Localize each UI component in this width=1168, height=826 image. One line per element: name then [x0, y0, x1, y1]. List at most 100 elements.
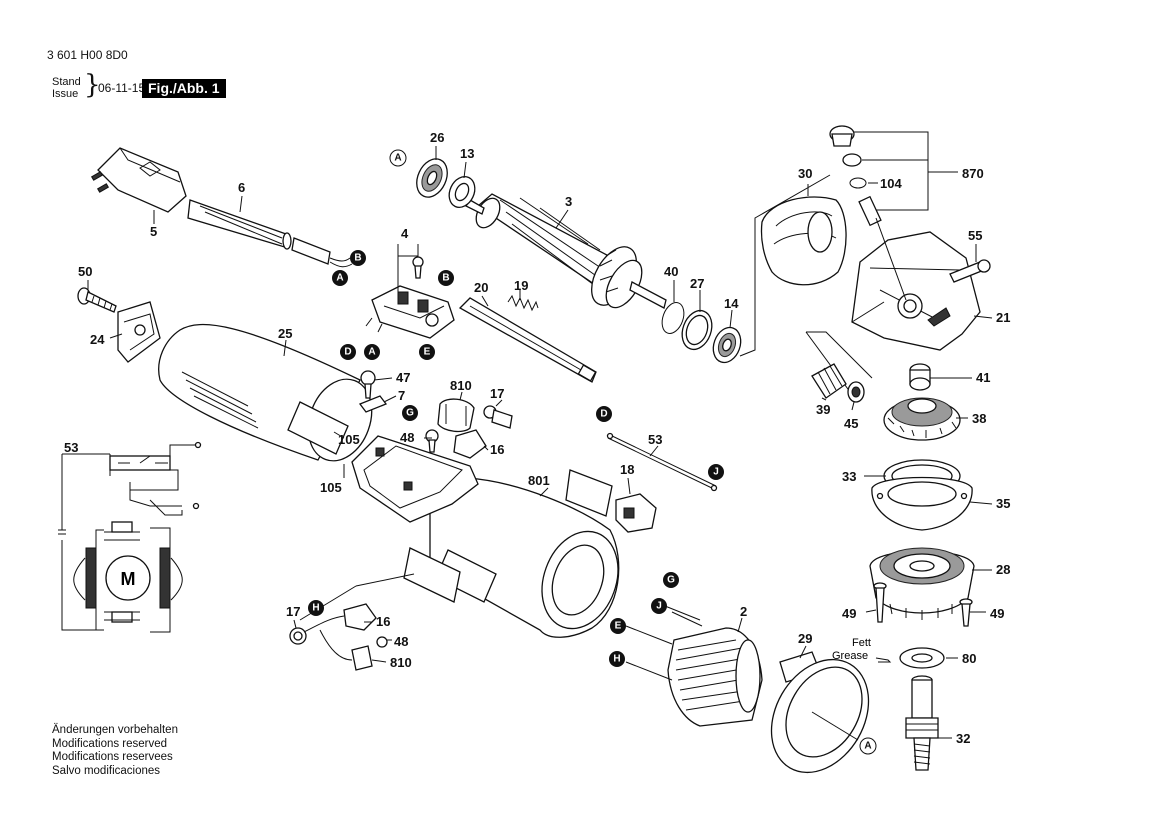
- connector-a-top: [389, 149, 407, 167]
- connector-g-coil: [663, 572, 679, 588]
- stand-issue-label: Stand Issue: [52, 76, 81, 100]
- screw-49-right: [959, 598, 973, 627]
- field-coil-2: [625, 603, 763, 727]
- part-number-105-upper: 105: [338, 432, 360, 447]
- part-number-19: 19: [514, 278, 528, 293]
- part-number-33: 33: [842, 469, 856, 484]
- part-number-13: 13: [460, 146, 474, 161]
- connector-j-coil: [651, 598, 667, 614]
- screw-55: [949, 259, 991, 283]
- bearing-flange-28: [869, 547, 975, 620]
- connector-j-coil-label: J: [656, 601, 662, 612]
- connector-d-switch-label: D: [344, 347, 351, 358]
- connector-h-lower: [308, 600, 324, 616]
- connector-d-lead: [596, 406, 612, 422]
- connector-e-coil: [610, 618, 626, 634]
- wiring-schematic-53: [58, 441, 202, 633]
- pinion-39: [811, 363, 847, 399]
- part-number-41: 41: [976, 370, 990, 385]
- connector-a-guard-label: A: [864, 741, 871, 752]
- issue-label: Issue: [52, 88, 79, 100]
- part-number-2: 2: [740, 604, 747, 619]
- document-number: 3 601 H00 8D0: [47, 48, 128, 62]
- connector-b-cord-label: B: [354, 253, 361, 264]
- switch-4: [365, 256, 455, 339]
- power-plug-5: [90, 147, 187, 213]
- part-number-4: 4: [401, 226, 409, 241]
- part-number-17-lower: 17: [286, 604, 300, 619]
- clamp-7: [358, 395, 388, 413]
- switch-button-18: [615, 493, 657, 533]
- connector-b-switch: [438, 270, 454, 286]
- part-number-810-upper: 810: [450, 378, 472, 393]
- spindle-32: [905, 675, 939, 771]
- part-number-17-upper: 17: [490, 386, 504, 401]
- connector-j-lead: [708, 464, 724, 480]
- screw-48: [425, 429, 439, 453]
- brush-assembly-lower: [289, 603, 388, 671]
- connector-j-lead-label: J: [713, 467, 719, 478]
- part-number-26: 26: [430, 130, 444, 145]
- part-number-104: 104: [880, 176, 902, 191]
- screw-47: [360, 370, 376, 399]
- plate-35: [871, 476, 973, 531]
- connector-h-coil: [609, 651, 625, 667]
- part-number-39: 39: [816, 402, 830, 417]
- part-number-53-lead: 53: [648, 432, 662, 447]
- gear-housing-21: [851, 195, 981, 351]
- figure-label: Fig./Abb. 1: [142, 79, 226, 98]
- switch-carrier: [351, 435, 479, 523]
- bearing-26: [416, 158, 448, 198]
- cord-sleeve-6: [187, 199, 353, 268]
- part-number-801: 801: [528, 473, 550, 488]
- note-en: Modifications reserved: [52, 737, 168, 750]
- part-number-53-schematic: 53: [64, 440, 78, 455]
- screw-50: [77, 287, 117, 313]
- screw-49-left: [873, 582, 887, 623]
- part-number-16-upper: 16: [490, 442, 504, 457]
- part-number-14: 14: [724, 296, 739, 311]
- brush-holder-810: [437, 398, 475, 433]
- bearing-45: [847, 381, 865, 403]
- connector-a-switch-label: A: [368, 347, 375, 358]
- part-number-24: 24: [90, 332, 105, 347]
- connector-a-top-label: A: [394, 153, 401, 164]
- part-number-18: 18: [620, 462, 634, 477]
- part-number-38: 38: [972, 411, 986, 426]
- brush-holder-16: [453, 429, 487, 459]
- bearing-14: [712, 326, 742, 364]
- part-number-35: 35: [996, 496, 1010, 511]
- part-number-45: 45: [844, 416, 858, 431]
- part-number-80: 80: [962, 651, 976, 666]
- part-number-47: 47: [396, 370, 410, 385]
- connector-e-switch-label: E: [424, 347, 431, 358]
- connector-a-switch: [364, 344, 380, 360]
- part-number-49-left: 49: [842, 606, 856, 621]
- ring-27: [681, 309, 713, 351]
- connector-g-upper-label: G: [406, 408, 414, 419]
- leader-bracket-gearhead: [739, 174, 831, 357]
- grease-note-line2: Grease: [832, 650, 868, 662]
- part-number-48-upper: 48: [400, 430, 414, 445]
- part-number-50: 50: [78, 264, 92, 279]
- motor-housing-801: [403, 469, 620, 638]
- part-number-28: 28: [996, 562, 1010, 577]
- connector-b-cord: [350, 250, 366, 266]
- part-number-5: 5: [150, 224, 157, 239]
- modification-notes: Änderungen vorbehalten Modifications res…: [52, 724, 178, 778]
- connector-e-switch: [419, 344, 435, 360]
- part-number-labels: 26 13 3 6 5 4 50 24 25 20 19 40 27 14 30…: [64, 130, 1010, 746]
- connector-d-switch: [340, 344, 356, 360]
- armature-3: [465, 193, 667, 309]
- switch-rod-20: [458, 297, 597, 383]
- part-number-3: 3: [565, 194, 572, 209]
- bevel-gear-38: [883, 397, 961, 441]
- connector-g-upper: [402, 405, 418, 421]
- part-number-48-lower: 48: [394, 634, 408, 649]
- bearing-13: [448, 175, 476, 209]
- part-number-29: 29: [798, 631, 812, 646]
- wheel-guard-29: [770, 651, 870, 774]
- connector-g-coil-label: G: [667, 575, 675, 586]
- carbon-brush-17: [483, 405, 513, 429]
- grease-note-line1: Fett: [852, 637, 871, 649]
